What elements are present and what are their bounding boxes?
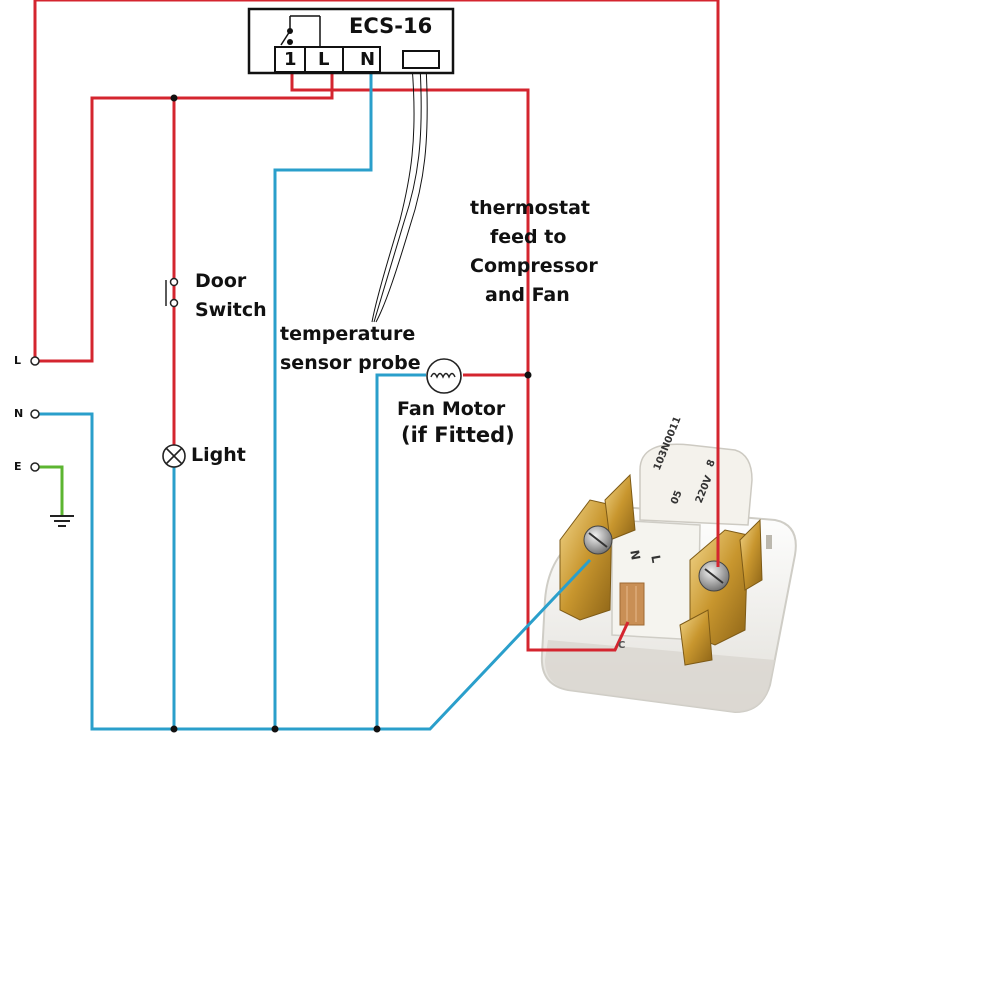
fan-motor-symbol — [426, 358, 462, 394]
junction-dots — [170, 94, 532, 733]
controller-box — [247, 7, 455, 75]
supply-live-label: L — [14, 354, 22, 367]
controller-model-label: ECS-16 — [349, 14, 433, 38]
controller-terminal-l: L — [318, 49, 330, 70]
supply-terminals — [30, 356, 40, 472]
earth-symbol — [50, 515, 74, 527]
neutral-wires — [37, 66, 592, 731]
earth-wire — [37, 465, 64, 515]
live-wires — [33, 0, 720, 652]
door-switch-symbol — [165, 277, 179, 308]
fan-motor-label: Fan Motor — [397, 398, 506, 420]
start-relay-image — [540, 443, 797, 714]
supply-neutral-label: N — [14, 407, 24, 420]
sensor-probe-wires — [371, 65, 428, 323]
controller-terminal-1: 1 — [284, 49, 297, 70]
relay-terminal-c-label: C — [618, 640, 626, 651]
supply-earth-label: E — [14, 460, 22, 473]
controller-terminal-n: N — [360, 49, 376, 70]
fan-fitted-label: (if Fitted) — [401, 423, 515, 447]
light-lamp-symbol — [162, 444, 186, 468]
door-switch-label: Door Switch — [195, 270, 267, 321]
thermostat-feed-label: thermostat feed to Compressor and Fan — [470, 197, 598, 306]
light-label: Light — [191, 444, 246, 466]
sensor-probe-label: temperature sensor probe — [280, 323, 421, 374]
